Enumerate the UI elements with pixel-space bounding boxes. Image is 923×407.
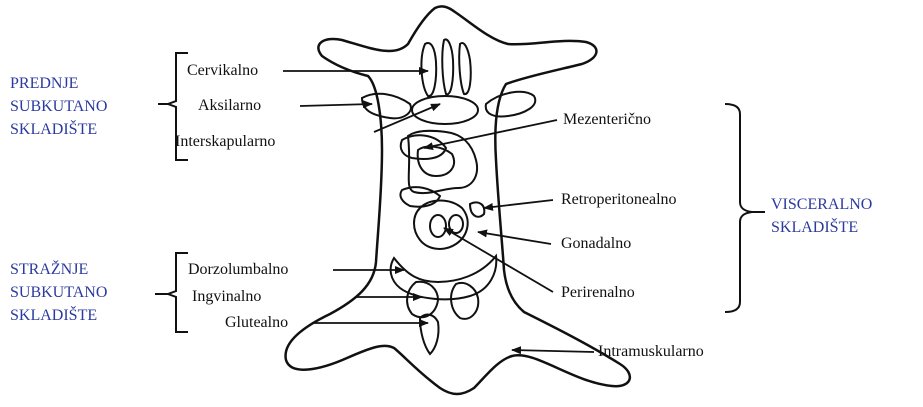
label-axillary: Aksilarno — [198, 98, 261, 114]
label-dorsolumbar: Dorzolumbalno — [188, 262, 288, 278]
rear-fat-pads — [391, 256, 497, 354]
label-perirenal: Perirenalno — [561, 285, 635, 301]
group-line: SKLADIŠTE — [771, 216, 872, 239]
group-line: SKLADIŠTE — [10, 118, 107, 141]
label-gluteal: Glutealno — [225, 315, 288, 331]
group-line: SUBKUTANO — [10, 95, 107, 118]
interscapular-arrow — [374, 104, 440, 132]
group-line: PREDNJE — [10, 72, 107, 95]
group-line: SKLADIŠTE — [10, 304, 107, 327]
group-line: STRAŽNJE — [10, 258, 107, 281]
label-inguinal: Ingvinalno — [192, 289, 261, 305]
axillary-arrow — [300, 104, 372, 106]
label-interscapular: Interskapularno — [175, 134, 275, 150]
label-retroperitoneal: Retroperitonealno — [561, 192, 677, 208]
retroperitoneal-arrow — [484, 200, 553, 208]
cervical-fat-pads — [421, 39, 470, 96]
renal-gonadal-fat — [414, 201, 484, 249]
front-subcutaneous-group: PREDNJE SUBKUTANO SKLADIŠTE — [10, 72, 107, 141]
rear-subcutaneous-group: STRAŽNJE SUBKUTANO SKLADIŠTE — [10, 258, 107, 327]
label-mesenteric: Mezenterično — [563, 112, 651, 128]
group-line: VISCERALNO — [771, 193, 872, 216]
visceral-group-brace — [725, 104, 752, 312]
label-intramuscular: Intramuskularno — [598, 344, 704, 360]
gonadal-arrow — [478, 232, 551, 244]
group-line: SUBKUTANO — [10, 281, 107, 304]
visceral-group: VISCERALNO SKLADIŠTE — [771, 193, 872, 239]
intramuscular-arrow — [512, 350, 594, 352]
rear-group-brace — [168, 253, 188, 332]
mesenteric-fat — [400, 131, 477, 207]
label-gonadal: Gonadalno — [561, 236, 631, 252]
leader-lines — [283, 71, 594, 352]
label-cervical: Cervikalno — [187, 63, 258, 79]
